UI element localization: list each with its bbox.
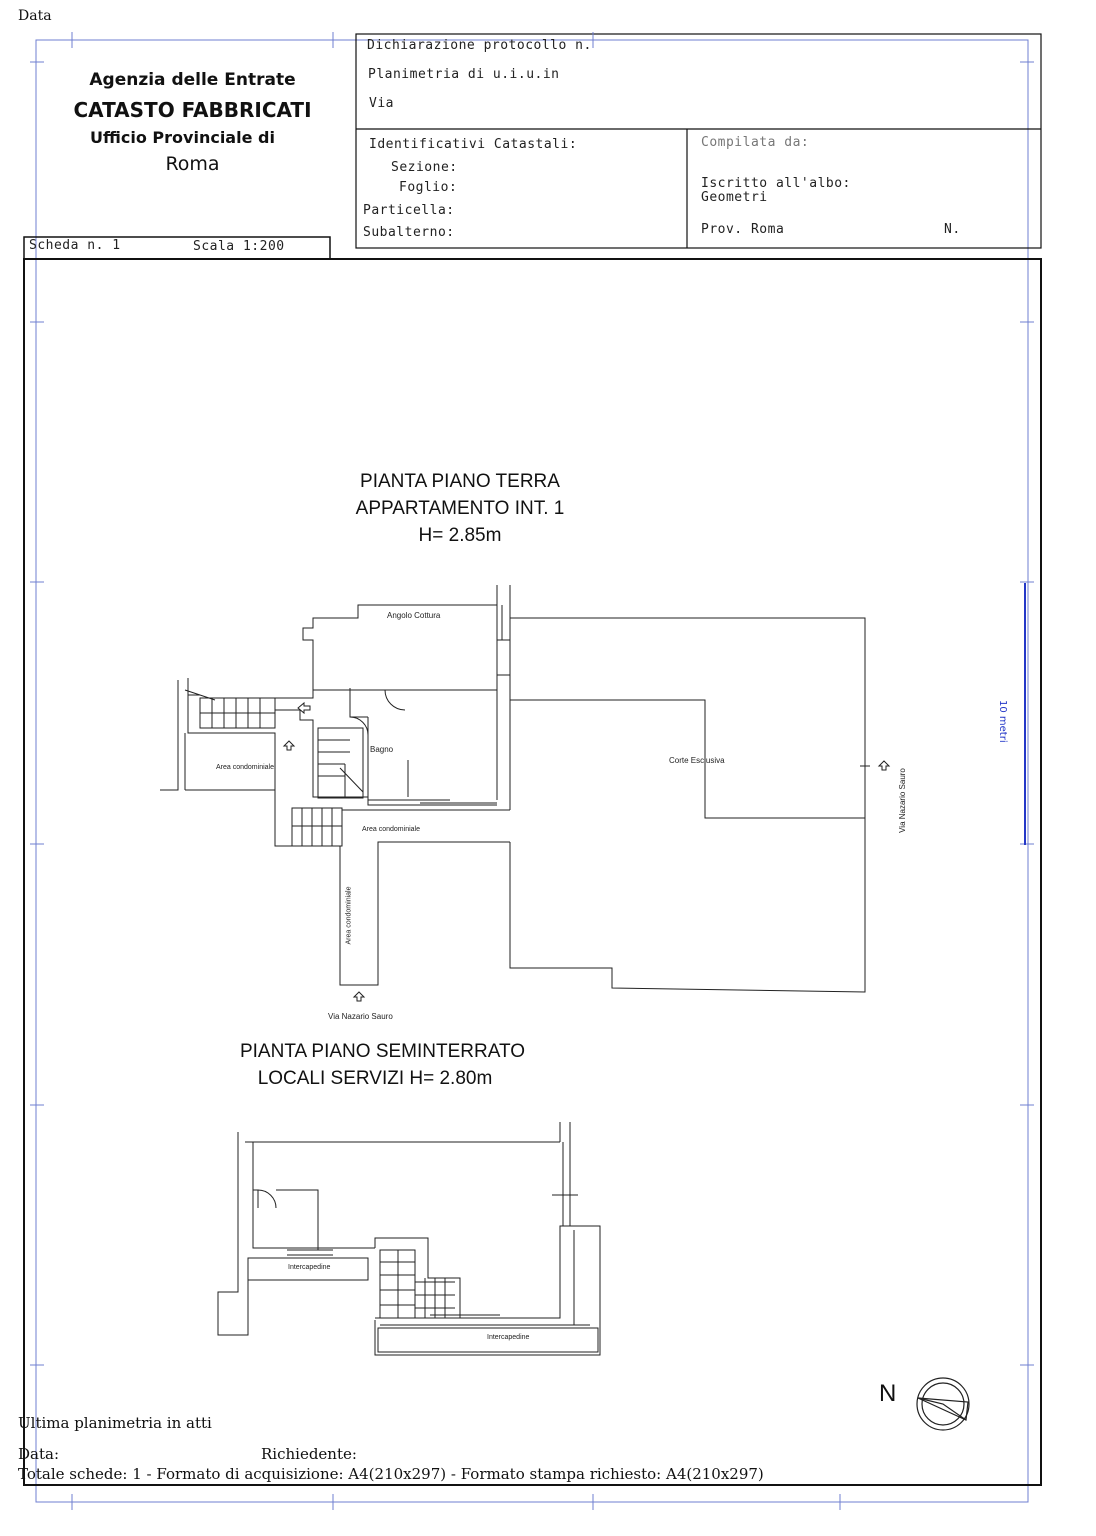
street-label-bottom: Via Nazario Sauro (328, 1012, 393, 1021)
room-label-area-condominiale-2: Area condominiale (362, 826, 420, 833)
scheda-number: Scheda n. 1 (29, 238, 121, 253)
ufficio-city: Roma (165, 153, 220, 175)
footer-ultima-planimetria: Ultima planimetria in atti (18, 1414, 212, 1432)
catasto-title: CATASTO FABBRICATI (73, 98, 312, 122)
prov-label: Prov. Roma (701, 222, 785, 237)
entrance-arrows (282, 701, 891, 1002)
room-label-area-condominiale-1: Area condominiale (216, 764, 274, 771)
scale-bar-label: 10 metri (997, 700, 1008, 743)
left-ticks (30, 32, 1034, 1510)
room-label-intercapedine-1: Intercapedine (288, 1264, 331, 1271)
north-indicator: N (879, 1380, 897, 1407)
footer-data-label: Data: (18, 1445, 59, 1463)
plan-semi-title-2: LOCALI SERVIZI H= 2.80m (257, 1068, 493, 1089)
compilata-label: Compilata da: (701, 135, 810, 150)
room-label-intercapedine-2: Intercapedine (487, 1334, 530, 1341)
main-frame (23, 258, 1042, 1486)
ufficio-label: Ufficio Provinciale di (90, 128, 275, 147)
plan-terra-title-3: H= 2.85m (418, 525, 502, 546)
particella-label: Particella: (363, 203, 455, 218)
compass-rose (916, 1377, 970, 1431)
street-label-side: Via Nazario Sauro (897, 768, 907, 833)
sezione-label: Sezione: (391, 160, 458, 175)
plan-terra-title-1: PIANTA PIANO TERRA (360, 471, 560, 492)
plan-terra-title-2: APPARTAMENTO INT. 1 (355, 498, 565, 519)
via-label: Via (369, 96, 394, 111)
outer-frame (35, 39, 1029, 1503)
iscritto-label: Iscritto all'albo: (701, 176, 851, 191)
plan-terra-lines (160, 585, 870, 993)
room-label-angolo-cottura: Angolo Cottura (387, 611, 441, 620)
planimetria-label: Planimetria di u.i.u.in (368, 67, 560, 82)
plan-semi-lines (217, 1122, 601, 1356)
room-label-bagno: Bagno (370, 745, 394, 754)
identificativi-label: Identificativi Catastali: (369, 137, 578, 152)
geometri-label: Geometri (701, 190, 768, 205)
agency-name: Agenzia delle Entrate (89, 70, 296, 90)
header-box (355, 33, 1042, 249)
plan-semi-title-1: PIANTA PIANO SEMINTERRATO (239, 1041, 526, 1062)
dichiarazione-label: Dichiarazione protocollo n. (367, 38, 592, 53)
footer-totale-schede: Totale schede: 1 - Formato di acquisizio… (18, 1465, 764, 1483)
numero-label: N. (944, 222, 961, 237)
scala-label: Scala 1:200 (193, 239, 285, 254)
subalterno-label: Subalterno: (363, 225, 455, 240)
scheda-box (23, 236, 331, 260)
room-label-corte-esclusiva: Corte Esclusiva (669, 756, 725, 765)
top-data-label: Data (18, 8, 52, 24)
foglio-label: Foglio: (399, 180, 458, 195)
footer-richiedente-label: Richiedente: (261, 1445, 357, 1463)
room-label-area-condominiale-3: Area condominiale (345, 886, 353, 945)
